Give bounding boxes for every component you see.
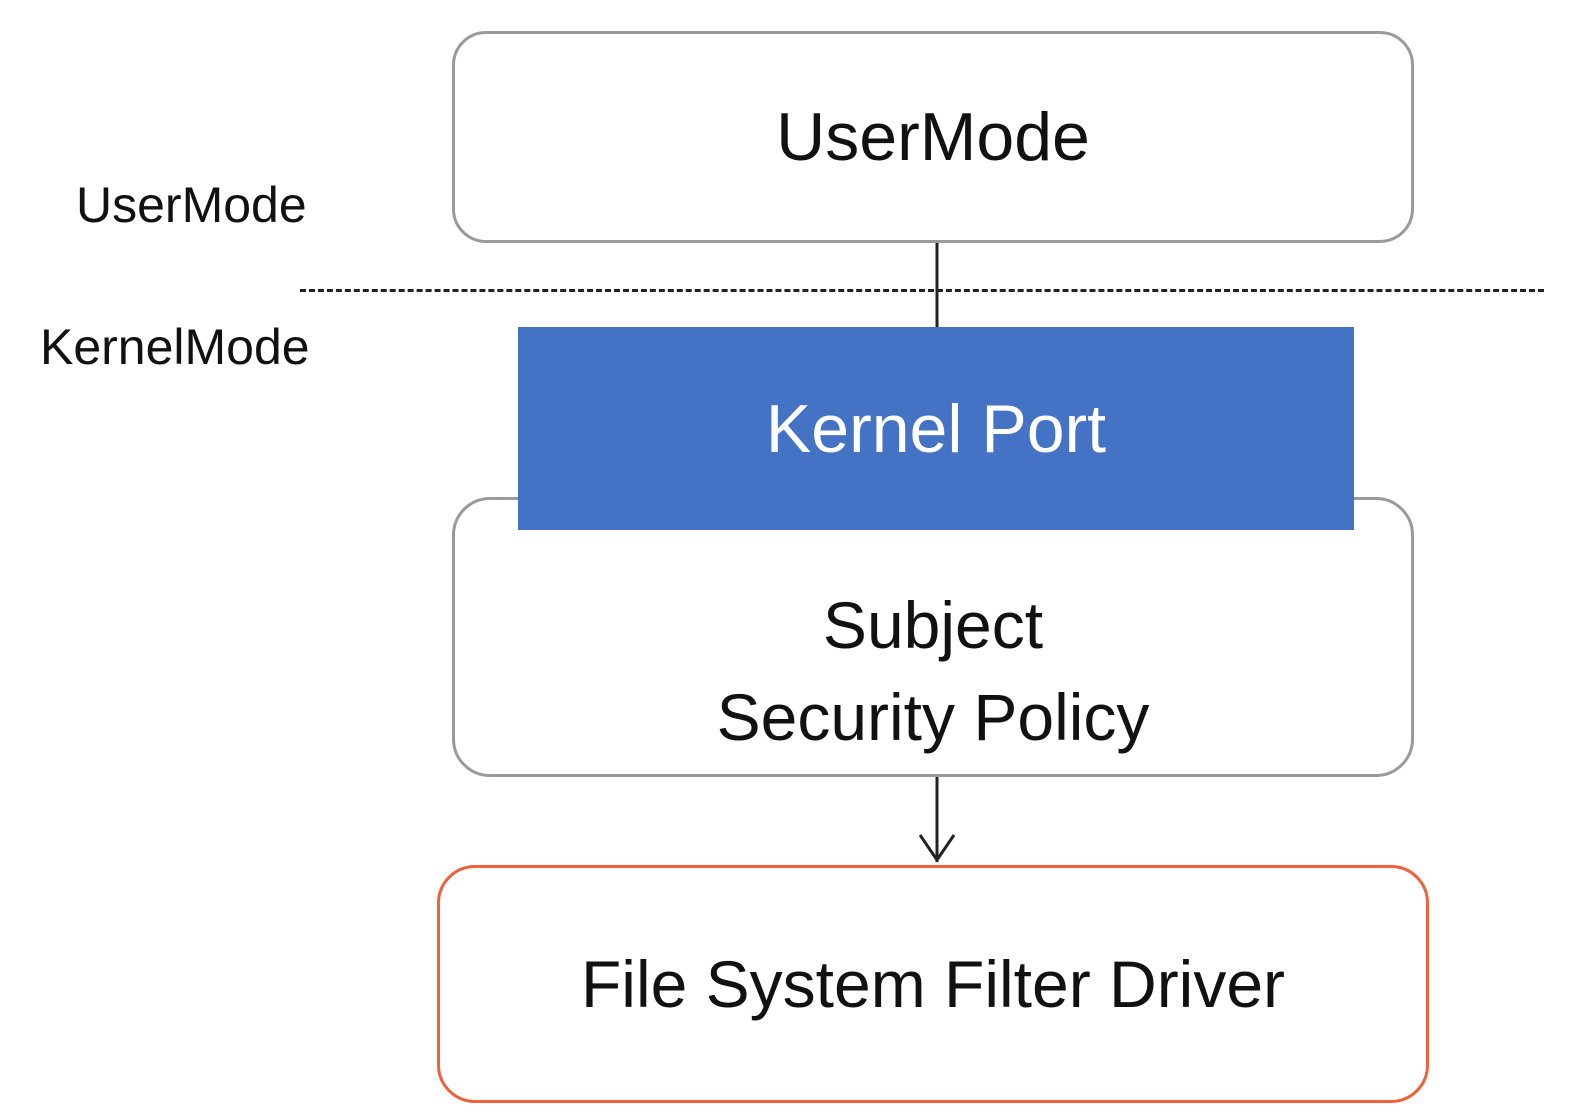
user-kernel-boundary-line: [300, 289, 1544, 292]
usermode-layer-label: UserMode: [76, 177, 307, 233]
kernelmode-layer-label: KernelMode: [40, 319, 310, 375]
policy-to-driver-arrowhead: [918, 834, 956, 863]
policy-box-line2: Security Policy: [716, 680, 1150, 754]
file-system-filter-driver-box: File System Filter Driver: [437, 865, 1429, 1103]
kernel-port-box: Kernel Port: [518, 327, 1354, 530]
kernel-port-label: Kernel Port: [765, 390, 1107, 467]
subject-security-policy-box: Subject Security Policy: [452, 497, 1414, 777]
driver-box-label: File System Filter Driver: [580, 947, 1286, 1021]
usermode-box: UserMode: [452, 31, 1414, 243]
usermode-box-label: UserMode: [776, 99, 1090, 175]
policy-box-line1: Subject: [822, 587, 1044, 662]
